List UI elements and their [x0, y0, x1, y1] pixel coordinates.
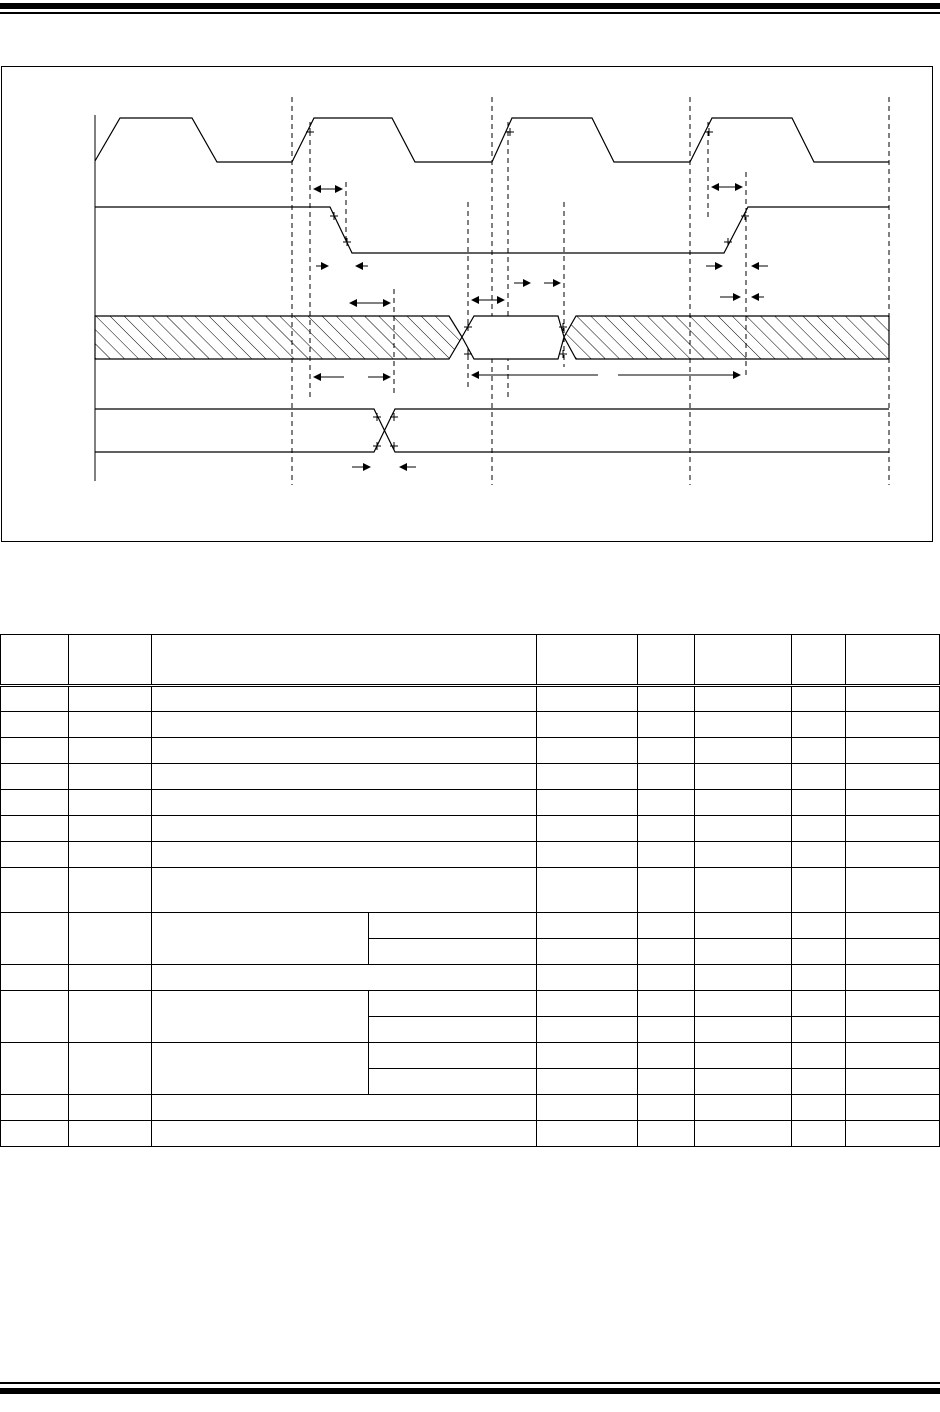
header-cell	[791, 634, 846, 687]
spec-table	[0, 634, 940, 1147]
table-row	[1, 1016, 940, 1043]
header-cell	[694, 634, 792, 687]
table-row	[0, 867, 940, 913]
reference-lines	[291, 97, 890, 485]
table-row	[0, 789, 940, 816]
table-row	[0, 1094, 940, 1121]
timing-diagram-figure	[1, 66, 933, 542]
table-row	[0, 763, 940, 790]
table-row	[0, 912, 940, 965]
header-rule-thick	[0, 3, 940, 9]
table-row	[1, 1068, 940, 1095]
header-cell	[68, 634, 152, 687]
header-cell	[845, 634, 940, 687]
table-row	[0, 1042, 940, 1095]
header-cell	[151, 634, 537, 687]
data-bus	[94, 315, 890, 360]
footer-rule-thin	[0, 1382, 940, 1384]
clock-waveform	[94, 117, 889, 163]
header-cell	[0, 634, 69, 687]
table-row	[0, 1120, 940, 1147]
tick-marks	[306, 128, 749, 450]
footer-rule-thick	[0, 1388, 940, 1394]
table-row	[0, 841, 940, 868]
header-cell	[536, 634, 638, 687]
timing-arrows	[313, 183, 768, 471]
header-cell	[637, 634, 695, 687]
signal-4-waveform	[95, 408, 889, 453]
table-row	[0, 964, 940, 991]
table-row	[0, 990, 940, 1043]
signal-2-waveform	[95, 206, 889, 254]
table-row	[0, 815, 940, 842]
timing-diagram	[94, 97, 890, 485]
table-row	[0, 737, 940, 764]
table-row	[0, 685, 940, 712]
table-header-row	[0, 634, 940, 687]
table-row	[0, 711, 940, 738]
header-rule-thin	[0, 12, 940, 14]
table-row	[1, 938, 940, 965]
